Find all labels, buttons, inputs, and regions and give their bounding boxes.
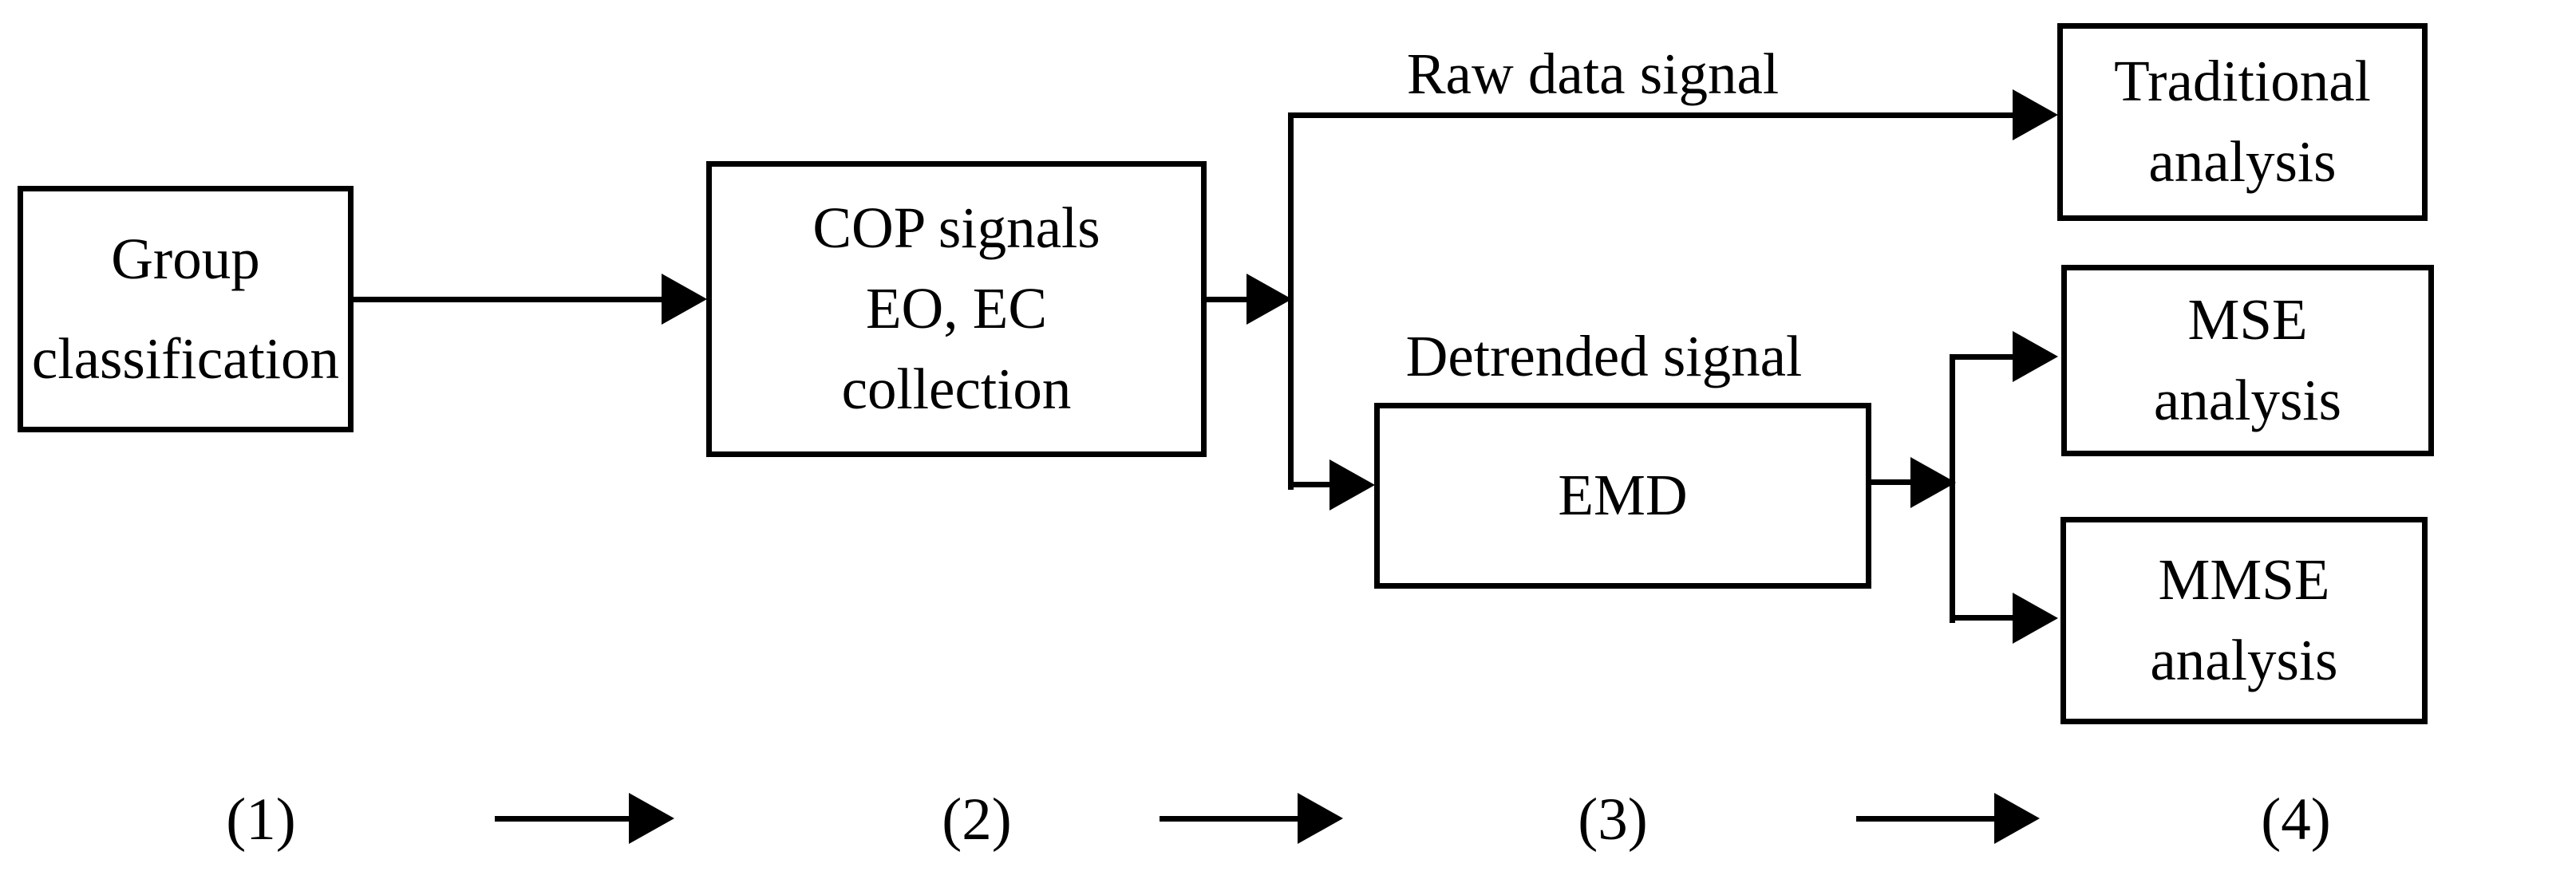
connector-raw-to-traditional (1288, 112, 2016, 118)
connector-group-to-cop (354, 297, 665, 302)
connector-cop-to-branch (1207, 297, 1250, 302)
arrowhead-right-icon (629, 793, 674, 844)
stage-arrow-1-to-2 (495, 816, 632, 822)
traditional-analysis-box: Traditional analysis (2057, 23, 2428, 221)
mse-analysis-box: MSE analysis (2061, 265, 2434, 456)
arrowhead-right-icon (1247, 274, 1292, 325)
mse-analysis-label: MSE analysis (2153, 287, 2342, 432)
connector-branch-to-emd (1288, 482, 1333, 487)
connector-fork-to-mse (1950, 354, 2016, 360)
arrowhead-right-icon (2013, 593, 2058, 644)
emd-label: EMD (1558, 463, 1688, 528)
arrowhead-right-icon (1994, 793, 2040, 844)
arrowhead-right-icon (2013, 89, 2058, 140)
arrowhead-right-icon (662, 274, 707, 325)
arrowhead-right-icon (1329, 459, 1375, 510)
detrended-signal-label: Detrended signal (1405, 324, 1803, 388)
group-classification-label: Group classification (31, 227, 340, 391)
cop-signals-collection-label: COP signals EO, EC collection (812, 195, 1100, 421)
stage-arrow-2-to-3 (1160, 816, 1301, 822)
mmse-analysis-label: MMSE analysis (2150, 547, 2338, 692)
arrowhead-right-icon (1298, 793, 1343, 844)
stage-arrow-3-to-4 (1856, 816, 1997, 822)
group-classification-box: Group classification (18, 186, 354, 432)
arrowhead-right-icon (2013, 331, 2058, 382)
stage-label-1: (1) (226, 786, 296, 853)
emd-box: EMD (1374, 403, 1871, 589)
stage-label-3: (3) (1578, 786, 1648, 853)
raw-data-signal-label: Raw data signal (1406, 41, 1780, 106)
stage-label-2: (2) (942, 786, 1012, 853)
traditional-analysis-label: Traditional analysis (2114, 49, 2371, 194)
connector-fork-to-mmse (1950, 615, 2016, 621)
branch-vertical-line (1288, 112, 1294, 490)
arrowhead-right-icon (1910, 457, 1956, 508)
connector-emd-to-fork (1871, 479, 1914, 485)
cop-signals-collection-box: COP signals EO, EC collection (706, 161, 1207, 457)
stage-label-4: (4) (2261, 786, 2331, 853)
mmse-analysis-box: MMSE analysis (2060, 517, 2428, 724)
fork-vertical-line (1950, 354, 1955, 623)
